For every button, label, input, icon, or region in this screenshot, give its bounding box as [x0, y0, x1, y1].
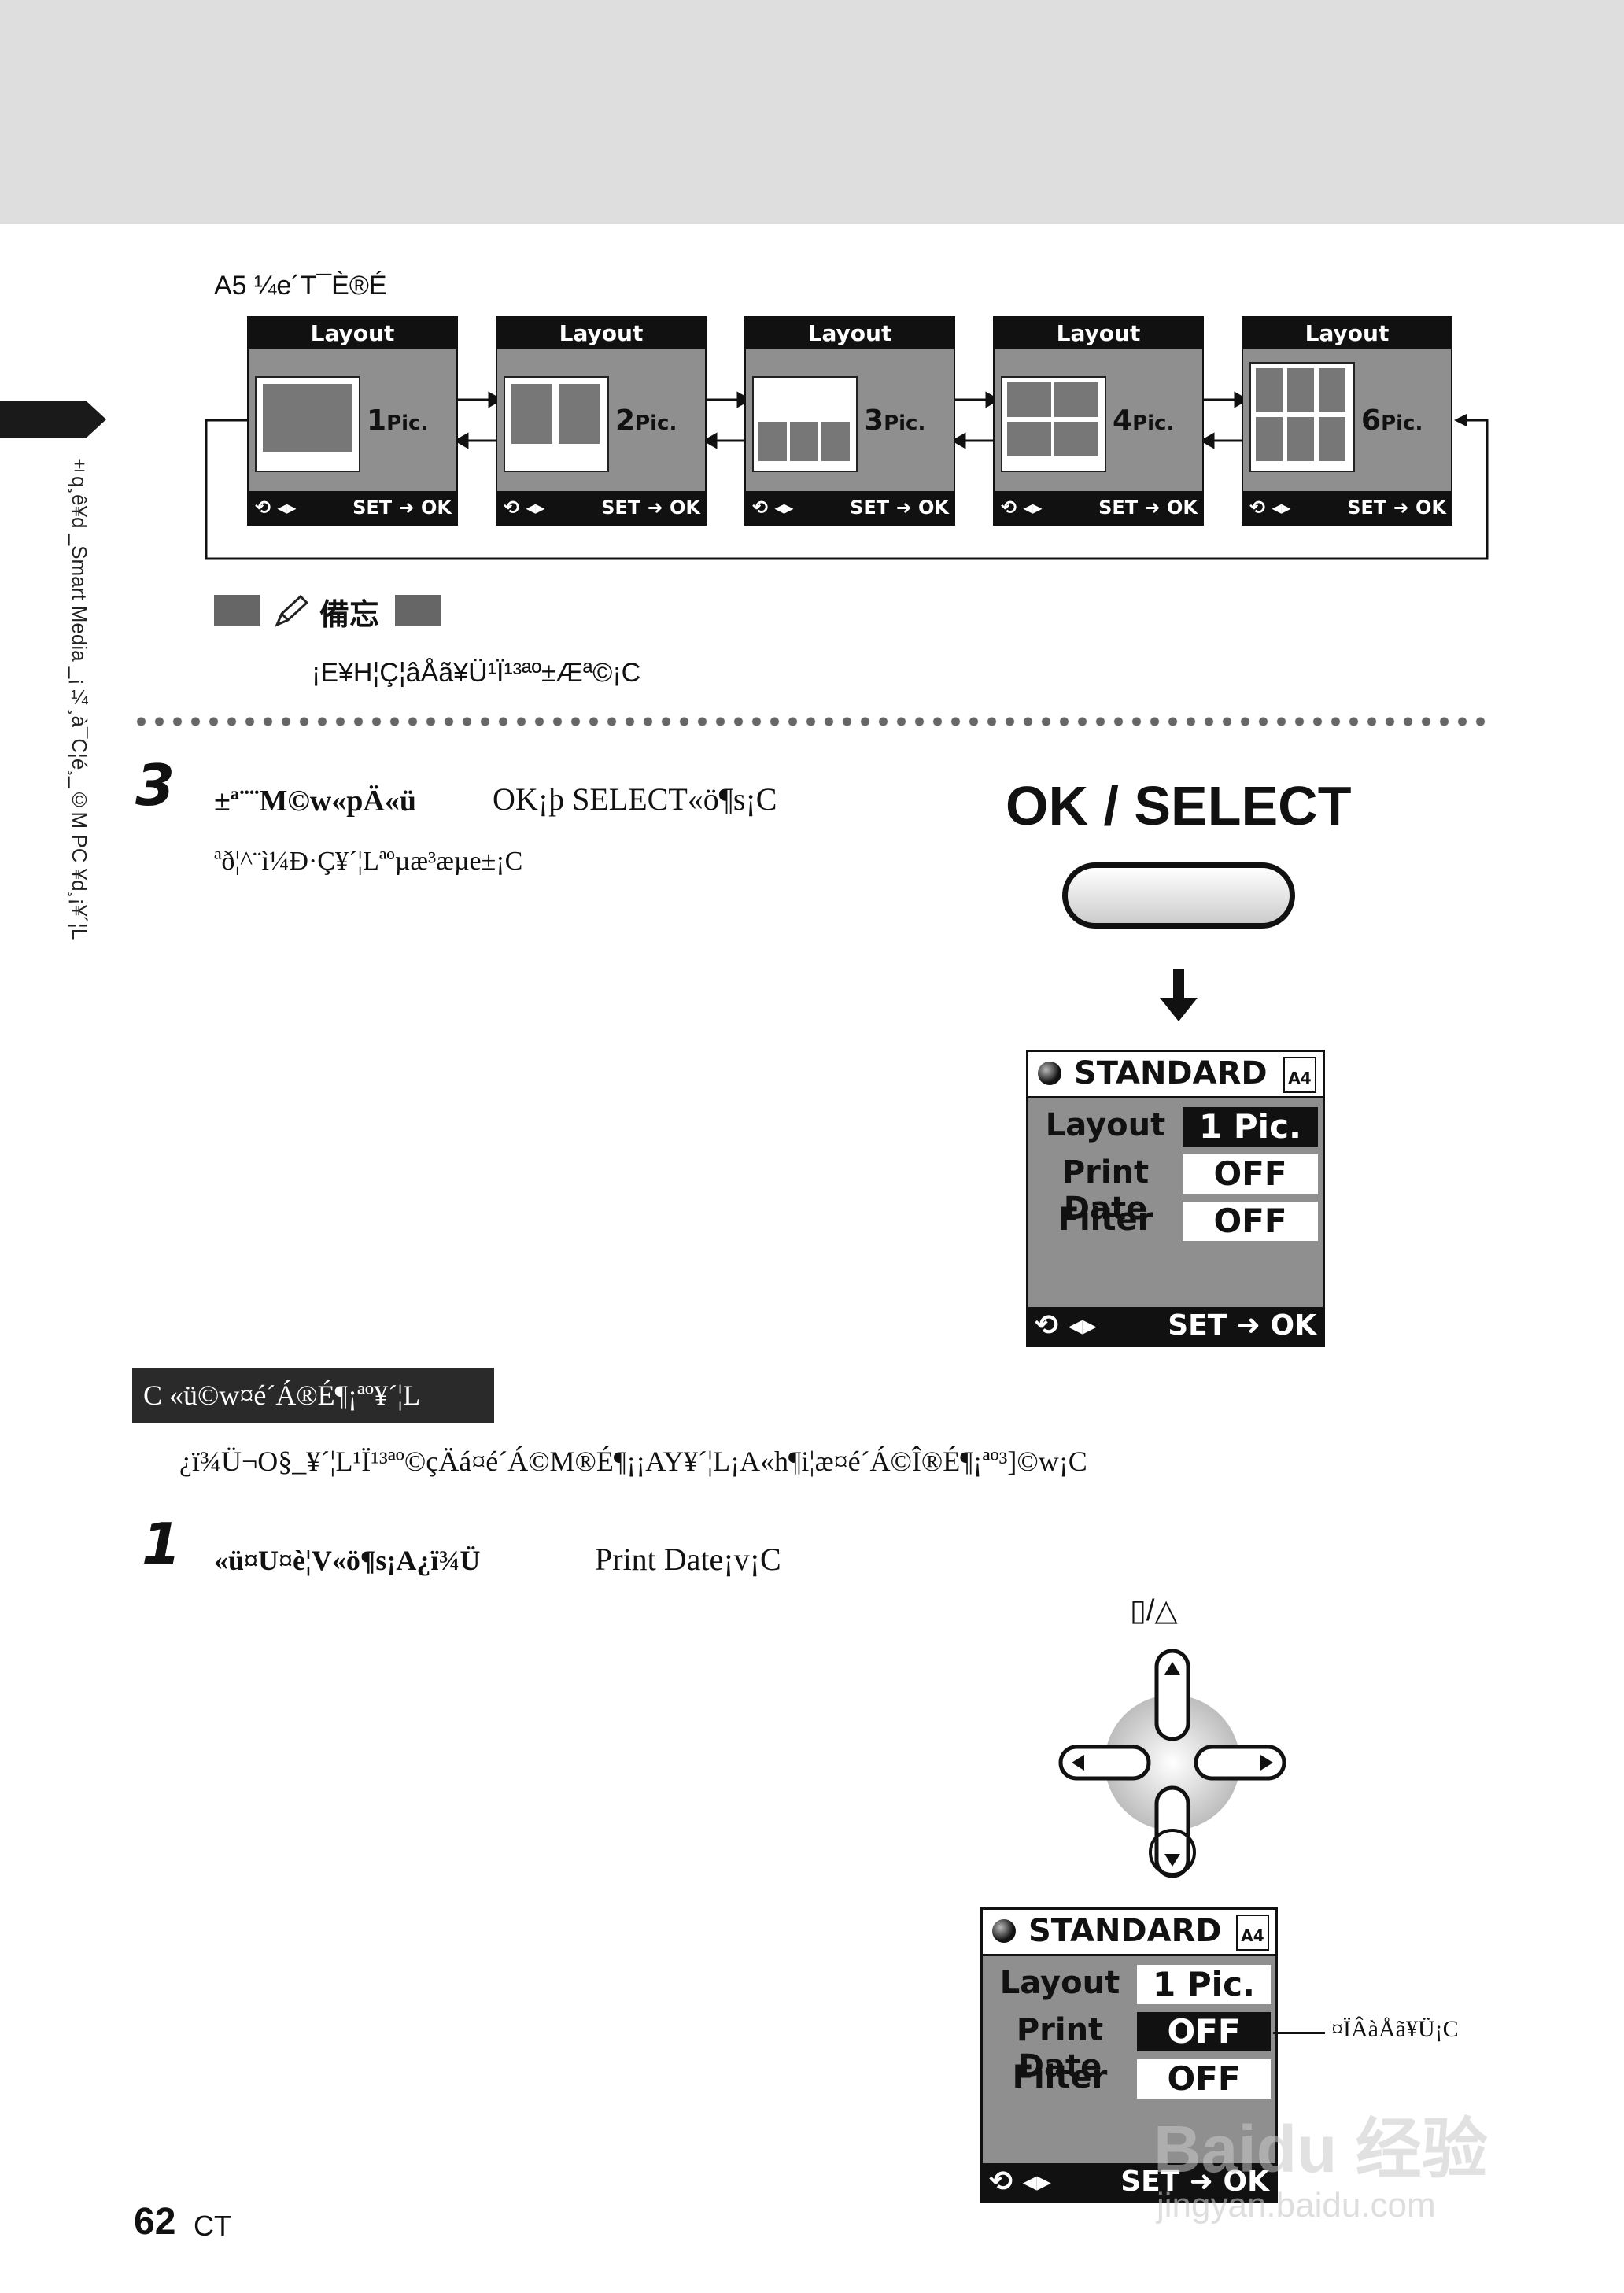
lcd-value-print-date[interactable]: OFF: [1183, 1154, 1318, 1194]
lcd-screen-standard: STANDARD A4 Layout 1 Pic. Print Date OFF…: [1026, 1050, 1325, 1347]
pencil-icon: [275, 594, 309, 627]
lcd-title: STANDARD: [1074, 1055, 1268, 1091]
lcd-value-print-date[interactable]: OFF: [1137, 2012, 1271, 2051]
card-header: Layout: [746, 318, 954, 349]
callout-line: [1273, 2032, 1325, 2034]
lcd-value-layout[interactable]: 1 Pic.: [1137, 1965, 1271, 2004]
lcd-title: STANDARD: [1028, 1913, 1222, 1949]
top-gray-band: [0, 0, 1624, 224]
card-header: Layout: [995, 318, 1202, 349]
lcd-footer: ⟲ ◂▸SET ➜ OK: [1028, 1307, 1323, 1345]
layout-thumbnail: [255, 376, 360, 472]
layout-thumbnail: [1249, 362, 1355, 472]
mode-icons-label: ▯/△: [1130, 1594, 1178, 1627]
step-3-heading: ±ª¨¨M©w«pÄ«ü: [214, 785, 416, 818]
memo-bar-left: [214, 595, 260, 626]
card-footer: ⟲ ◂▸SET ➜ OK: [746, 491, 954, 524]
memo-label: 備忘: [319, 599, 380, 632]
pic-count: 6Pic.: [1361, 404, 1423, 437]
language-code: CT: [194, 2210, 231, 2242]
layout-card-1pic: Layout 1Pic. ⟲ ◂▸SET ➜ OK: [247, 316, 458, 526]
section-c-title: C «ü©w¤é´Á®É¶¡ªº¥´¦L: [132, 1368, 494, 1423]
lcd-label-layout: Layout: [999, 1965, 1120, 2001]
step-3-body: ªð¦^¨ì¼Ð·Ç¥´¦Lªºµæ³æµe­±¡C: [214, 847, 523, 876]
ok-select-label: OK / SELECT: [1006, 775, 1352, 836]
mode-ball-icon: [1038, 1062, 1061, 1085]
direction-pad[interactable]: [1057, 1646, 1287, 1882]
lcd-title-bar: STANDARD A4: [983, 1910, 1275, 1956]
step-1-heading: «ü¤U¤è¦V«ö¶s¡A¿ï¾Ü: [214, 1545, 481, 1576]
pic-count: 3Pic.: [864, 404, 926, 437]
lcd-label-print-date: Print Date: [1016, 2012, 1104, 2084]
lcd-value-layout[interactable]: 1 Pic.: [1183, 1107, 1318, 1146]
lcd-label-layout: Layout: [1045, 1107, 1166, 1143]
lcd-screen-print-date: STANDARD A4 Layout 1 Pic. Print Date OFF…: [980, 1907, 1278, 2203]
paper-size-badge: A4: [1283, 1057, 1316, 1093]
memo-bar-right: [395, 595, 441, 626]
lcd-value-filter[interactable]: OFF: [1183, 1202, 1318, 1241]
card-header: Layout: [1243, 318, 1451, 349]
card-footer: ⟲ ◂▸SET ➜ OK: [1243, 491, 1451, 524]
pic-count: 1Pic.: [367, 404, 429, 437]
layout-card-3pic: Layout 3Pic. ⟲ ◂▸SET ➜ OK: [744, 316, 955, 526]
mode-ball-icon: [992, 1919, 1016, 1943]
step-1-number: 1: [142, 1511, 182, 1577]
paper-size-badge: A4: [1236, 1915, 1269, 1951]
layout-caption: A5 ¼e´T¯È®É: [214, 271, 387, 301]
watermark-url: jingyan.baidu.com: [1157, 2186, 1436, 2225]
page-number: 62: [134, 2201, 176, 2243]
memo-text: ¡E¥H¦Ç¦âÅã¥Ü¹Ï¹³ªº±Æª©¡C: [312, 658, 641, 688]
pic-count: 4Pic.: [1113, 404, 1175, 437]
layout-thumbnail: [752, 376, 858, 472]
ok-select-button[interactable]: [1062, 862, 1295, 929]
step-3-heading-rest: OK¡þ SELECT«ö¶s¡C: [493, 781, 777, 817]
dotted-divider: [132, 714, 1493, 729]
card-header: Layout: [249, 318, 456, 349]
card-footer: ⟲ ◂▸SET ➜ OK: [995, 491, 1202, 524]
layout-card-2pic: Layout 2Pic. ⟲ ◂▸SET ➜ OK: [496, 316, 707, 526]
layout-thumbnail: [504, 376, 609, 472]
card-header: Layout: [497, 318, 705, 349]
lcd-footer: ⟲ ◂▸SET ➜ OK: [983, 2163, 1275, 2201]
layout-thumbnail: [1001, 376, 1106, 472]
side-tab-marker: [0, 401, 106, 438]
section-c-body: ¿ï¾Ü¬O§_¥´¦L¹Ï¹³ªº©çÄá¤é´Á©M®É¶¡¡A­Y¥´¦L…: [179, 1446, 1087, 1477]
arrow-down-icon: [1160, 969, 1198, 1021]
lcd-value-filter[interactable]: OFF: [1137, 2059, 1271, 2099]
layout-card-6pic: Layout 6Pic. ⟲ ◂▸SET ➜ OK: [1242, 316, 1452, 526]
lcd-title-bar: STANDARD A4: [1028, 1052, 1323, 1098]
lcd-label-print-date: Print Date: [1061, 1154, 1150, 1227]
step-1-heading-rest: Print Date¡v¡C: [595, 1542, 781, 1577]
card-footer: ⟲ ◂▸SET ➜ OK: [249, 491, 456, 524]
step-3-number: 3: [135, 752, 175, 818]
layout-card-4pic: Layout 4Pic. ⟲ ◂▸SET ➜ OK: [993, 316, 1204, 526]
card-footer: ⟲ ◂▸SET ➜ OK: [497, 491, 705, 524]
watermark-brand: Baidu 经验: [1153, 2112, 1488, 2186]
callout-text: ¤ÏÂàÅã¥Ü¡C: [1331, 2016, 1459, 2042]
lcd-label-filter: Filter: [1057, 1202, 1153, 1238]
side-chapter-label: ±q¸ê¥d _Smart Media _¡¼¸à¯C¦é¸_©M PC ¥d¸…: [68, 452, 91, 940]
lcd-label-filter: Filter: [1012, 2059, 1108, 2095]
pic-count: 2Pic.: [615, 404, 677, 437]
